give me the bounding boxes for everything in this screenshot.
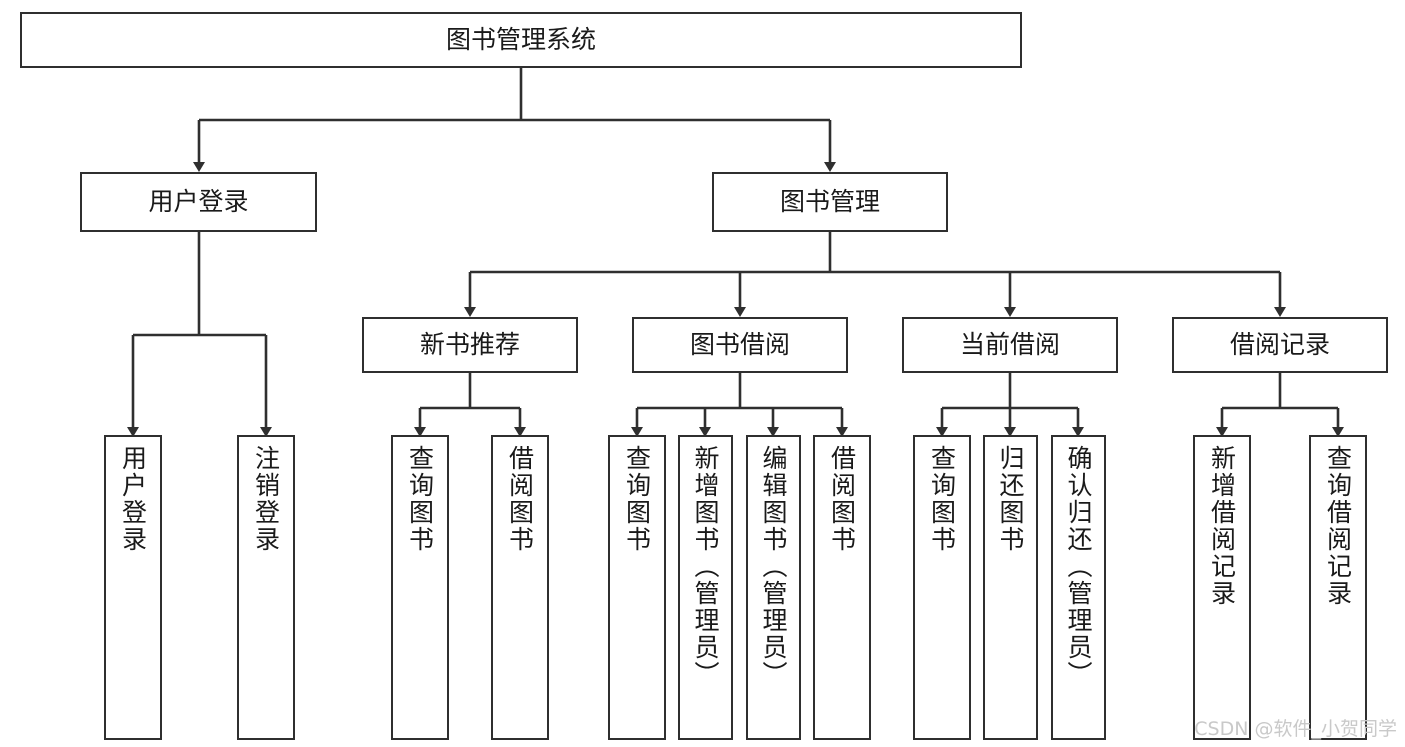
node-user-login-label: 用户登录 bbox=[148, 186, 249, 216]
leaf-add-borrow-record-label: 新增借阅记录 bbox=[1207, 445, 1237, 607]
leaf-confirm-return-admin-label: 确认归还（管理员） bbox=[1064, 445, 1093, 688]
node-current-borrow-label: 当前借阅 bbox=[959, 329, 1060, 359]
leaf-borrow-book-label: 借阅图书 bbox=[827, 445, 857, 553]
leaf-return-book[interactable]: 归还图书 bbox=[983, 435, 1038, 740]
node-book-borrow[interactable]: 图书借阅 bbox=[632, 317, 848, 373]
leaf-return-book-label: 归还图书 bbox=[996, 445, 1025, 553]
watermark: CSDN @软件_小贺同学 bbox=[1194, 718, 1397, 740]
node-new-book-recommend[interactable]: 新书推荐 bbox=[362, 317, 578, 373]
node-book-management[interactable]: 图书管理 bbox=[712, 172, 948, 232]
leaf-query-book-borrow[interactable]: 查询图书 bbox=[608, 435, 666, 740]
node-root-label: 图书管理系统 bbox=[445, 24, 596, 54]
leaf-logout[interactable]: 注销登录 bbox=[237, 435, 295, 740]
node-current-borrow[interactable]: 当前借阅 bbox=[902, 317, 1118, 373]
node-user-login[interactable]: 用户登录 bbox=[80, 172, 317, 232]
leaf-edit-book-admin[interactable]: 编辑图书（管理员） bbox=[746, 435, 801, 740]
node-book-management-label: 图书管理 bbox=[779, 186, 880, 216]
leaf-add-book-admin-label: 新增图书（管理员） bbox=[691, 445, 720, 688]
node-new-book-recommend-label: 新书推荐 bbox=[419, 329, 520, 359]
leaf-edit-book-admin-label: 编辑图书（管理员） bbox=[759, 445, 788, 688]
leaf-query-book-current[interactable]: 查询图书 bbox=[913, 435, 971, 740]
node-root[interactable]: 图书管理系统 bbox=[20, 12, 1022, 68]
leaf-query-borrow-record[interactable]: 查询借阅记录 bbox=[1309, 435, 1367, 740]
leaf-confirm-return-admin[interactable]: 确认归还（管理员） bbox=[1051, 435, 1106, 740]
leaf-user-login-label: 用户登录 bbox=[118, 445, 148, 553]
leaf-query-book-recommend[interactable]: 查询图书 bbox=[391, 435, 449, 740]
node-book-borrow-label: 图书借阅 bbox=[689, 329, 790, 359]
leaf-query-book-recommend-label: 查询图书 bbox=[405, 445, 435, 553]
node-borrow-record-label: 借阅记录 bbox=[1229, 329, 1330, 359]
leaf-query-book-borrow-label: 查询图书 bbox=[622, 445, 652, 553]
leaf-query-borrow-record-label: 查询借阅记录 bbox=[1323, 445, 1353, 607]
leaf-query-book-current-label: 查询图书 bbox=[927, 445, 957, 553]
leaf-add-borrow-record[interactable]: 新增借阅记录 bbox=[1193, 435, 1251, 740]
leaf-borrow-book-recommend[interactable]: 借阅图书 bbox=[491, 435, 549, 740]
leaf-user-login[interactable]: 用户登录 bbox=[104, 435, 162, 740]
leaf-borrow-book[interactable]: 借阅图书 bbox=[813, 435, 871, 740]
leaf-add-book-admin[interactable]: 新增图书（管理员） bbox=[678, 435, 733, 740]
leaf-borrow-book-recommend-label: 借阅图书 bbox=[505, 445, 535, 553]
node-borrow-record[interactable]: 借阅记录 bbox=[1172, 317, 1388, 373]
leaf-logout-label: 注销登录 bbox=[251, 445, 281, 553]
